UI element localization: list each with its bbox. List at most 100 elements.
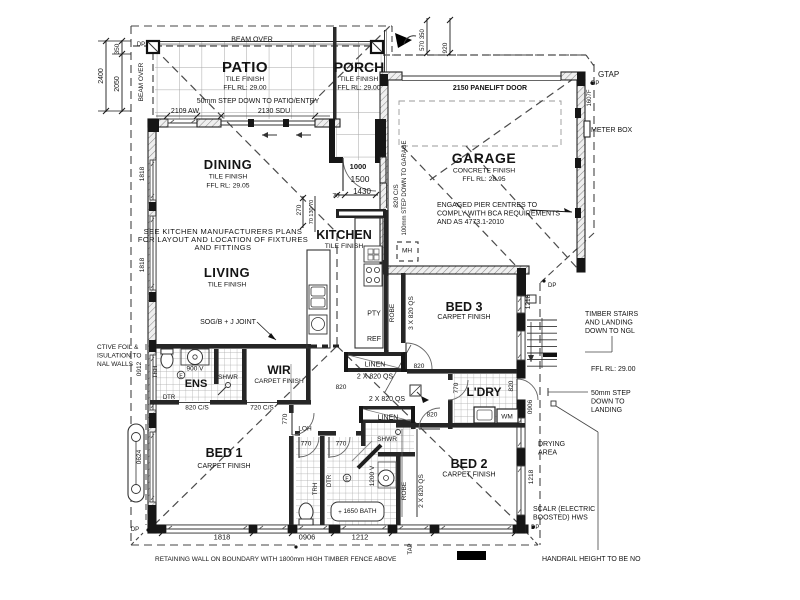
- svg-text:FFL RL: 29.00: FFL RL: 29.00: [223, 85, 266, 92]
- svg-text:CARPET FINISH: CARPET FINISH: [254, 378, 304, 385]
- svg-text:MH: MH: [402, 248, 412, 255]
- svg-text:LANDING: LANDING: [591, 407, 622, 414]
- svg-text:PTY: PTY: [367, 311, 381, 318]
- svg-text:AND AS 4773.1-2010: AND AS 4773.1-2010: [437, 219, 504, 226]
- svg-text:CONCRETE FINISH: CONCRETE FINISH: [453, 168, 515, 175]
- svg-text:2150 PANELIFT DOOR: 2150 PANELIFT DOOR: [453, 85, 527, 92]
- svg-text:SHWR: SHWR: [218, 374, 238, 381]
- svg-text:ENS: ENS: [185, 378, 208, 390]
- svg-text:DTR: DTR: [163, 395, 176, 401]
- svg-text:LIVING: LIVING: [204, 265, 250, 280]
- svg-text:LINEN: LINEN: [365, 362, 386, 369]
- svg-text:PATIO: PATIO: [222, 59, 268, 76]
- svg-text:DRYING: DRYING: [538, 441, 565, 448]
- svg-text:LOH: LOH: [298, 426, 312, 433]
- svg-text:DINING: DINING: [204, 157, 253, 172]
- svg-text:ROBE: ROBE: [389, 303, 396, 322]
- svg-text:CARPET FINISH: CARPET FINISH: [442, 472, 495, 479]
- svg-text:920: 920: [442, 42, 449, 53]
- svg-text:TRH: TRH: [153, 366, 159, 378]
- svg-text:DP: DP: [548, 283, 556, 289]
- svg-text:+: +: [338, 510, 342, 516]
- svg-text:TILE FINISH: TILE FINISH: [226, 76, 265, 83]
- svg-text:1818: 1818: [214, 533, 231, 542]
- svg-text:BED 3: BED 3: [446, 300, 483, 314]
- svg-text:BEAM OVER: BEAM OVER: [231, 37, 273, 44]
- svg-text:3 X 820 QS: 3 X 820 QS: [408, 296, 415, 330]
- svg-text:1430: 1430: [353, 187, 371, 196]
- svg-text:1218: 1218: [528, 469, 535, 484]
- svg-text:820: 820: [508, 380, 515, 391]
- svg-text:WIR: WIR: [267, 363, 291, 377]
- svg-text:CTIVE FOIL &: CTIVE FOIL &: [97, 344, 139, 351]
- svg-text:BED 2: BED 2: [451, 457, 488, 471]
- svg-text:1818: 1818: [139, 257, 146, 272]
- svg-text:1218: 1218: [525, 294, 532, 309]
- svg-text:TILE FINISH: TILE FINISH: [209, 174, 248, 181]
- svg-text:TIMBER STAIRS: TIMBER STAIRS: [585, 311, 638, 318]
- svg-text:TILE FINISH: TILE FINISH: [340, 76, 379, 83]
- svg-text:DP: DP: [531, 525, 539, 531]
- svg-text:2 X 820 QS: 2 X 820 QS: [369, 396, 406, 403]
- svg-text:50mm STEP: 50mm STEP: [591, 390, 631, 397]
- svg-text:E: E: [345, 476, 349, 482]
- svg-text:1212: 1212: [352, 533, 369, 542]
- svg-text:FFL RL: 29.00: FFL RL: 29.00: [337, 85, 380, 92]
- svg-text:770: 770: [453, 382, 460, 393]
- svg-text:820: 820: [336, 384, 347, 391]
- svg-text:900 V: 900 V: [187, 366, 205, 373]
- svg-text:0906: 0906: [527, 399, 534, 414]
- svg-text:CARPET FINISH: CARPET FINISH: [437, 314, 490, 321]
- svg-text:BOOSTED) HWS: BOOSTED) HWS: [533, 515, 588, 522]
- svg-text:DOWN TO NGL: DOWN TO NGL: [585, 328, 635, 335]
- svg-text:TAP: TAP: [408, 543, 414, 554]
- svg-text:SOG/B + J JOINT: SOG/B + J JOINT: [200, 319, 257, 326]
- svg-text:50mm STEP DOWN TO PATIO/ENTRY: 50mm STEP DOWN TO PATIO/ENTRY: [197, 98, 320, 105]
- svg-text:1650 BATH: 1650 BATH: [343, 508, 376, 515]
- svg-text:KITCHEN: KITCHEN: [316, 228, 372, 242]
- svg-text:DOWN TO: DOWN TO: [591, 399, 625, 406]
- svg-text:ISULATION TO: ISULATION TO: [97, 353, 141, 360]
- svg-text:2050: 2050: [114, 76, 121, 92]
- svg-text:COMPLY WITH BCA REQUIREMENTS: COMPLY WITH BCA REQUIREMENTS: [437, 211, 560, 218]
- svg-text:AREA: AREA: [538, 450, 557, 457]
- svg-text:70: 70: [332, 193, 340, 200]
- svg-text:BEAM OVER: BEAM OVER: [138, 62, 145, 101]
- svg-text:L'DRY: L'DRY: [466, 385, 501, 399]
- svg-text:FFL RL: 29.00: FFL RL: 29.00: [591, 366, 636, 373]
- svg-text:350: 350: [114, 43, 121, 54]
- svg-text:GARAGE: GARAGE: [452, 150, 516, 166]
- svg-text:DP: DP: [131, 527, 139, 533]
- svg-text:TILE FINISH: TILE FINISH: [325, 243, 364, 250]
- svg-text:1500: 1500: [351, 174, 370, 184]
- svg-text:LINEN: LINEN: [378, 415, 399, 422]
- svg-text:AND LANDING: AND LANDING: [585, 320, 633, 327]
- svg-text:RETAINING WALL ON BOUNDARY WIT: RETAINING WALL ON BOUNDARY WITH 1800mm H…: [155, 556, 397, 563]
- svg-text:BED 1: BED 1: [206, 446, 243, 460]
- svg-text:770: 770: [282, 413, 289, 424]
- svg-text:820: 820: [414, 363, 425, 370]
- svg-text:1818: 1818: [139, 166, 146, 181]
- svg-text:820 C/S: 820 C/S: [185, 405, 209, 412]
- svg-text:E: E: [179, 373, 183, 379]
- svg-text:1000: 1000: [350, 162, 367, 171]
- svg-text:HANDRAIL HEIGHT TO BE NO: HANDRAIL HEIGHT TO BE NO: [542, 556, 641, 563]
- svg-text:DP: DP: [137, 42, 145, 48]
- svg-text:820: 820: [427, 412, 438, 419]
- svg-text:1200 V: 1200 V: [369, 465, 376, 486]
- svg-text:AND FITTINGS: AND FITTINGS: [195, 243, 252, 252]
- svg-text:0912: 0912: [136, 361, 143, 376]
- svg-text:720 C/S: 720 C/S: [250, 405, 274, 412]
- svg-text:70 130 70: 70 130 70: [309, 200, 315, 224]
- svg-text:0624: 0624: [136, 449, 143, 464]
- svg-text:1607F: 1607F: [587, 89, 593, 106]
- svg-text:100mm STEP DOWN TO GARAGE: 100mm STEP DOWN TO GARAGE: [402, 140, 408, 235]
- svg-text:770: 770: [336, 441, 347, 448]
- svg-text:FFL RL: 28.95: FFL RL: 28.95: [462, 176, 505, 183]
- svg-text:REF: REF: [367, 336, 381, 343]
- svg-text:SEE KITCHEN MANUFACTURERS PLAN: SEE KITCHEN MANUFACTURERS PLANS: [144, 227, 303, 236]
- svg-text:ENGAGED PIER CENTRES TO: ENGAGED PIER CENTRES TO: [437, 202, 538, 209]
- svg-text:TRH: TRH: [313, 483, 319, 495]
- svg-text:820 C/S: 820 C/S: [393, 184, 400, 208]
- svg-text:SCALR (ELECTRIC: SCALR (ELECTRIC: [533, 506, 595, 513]
